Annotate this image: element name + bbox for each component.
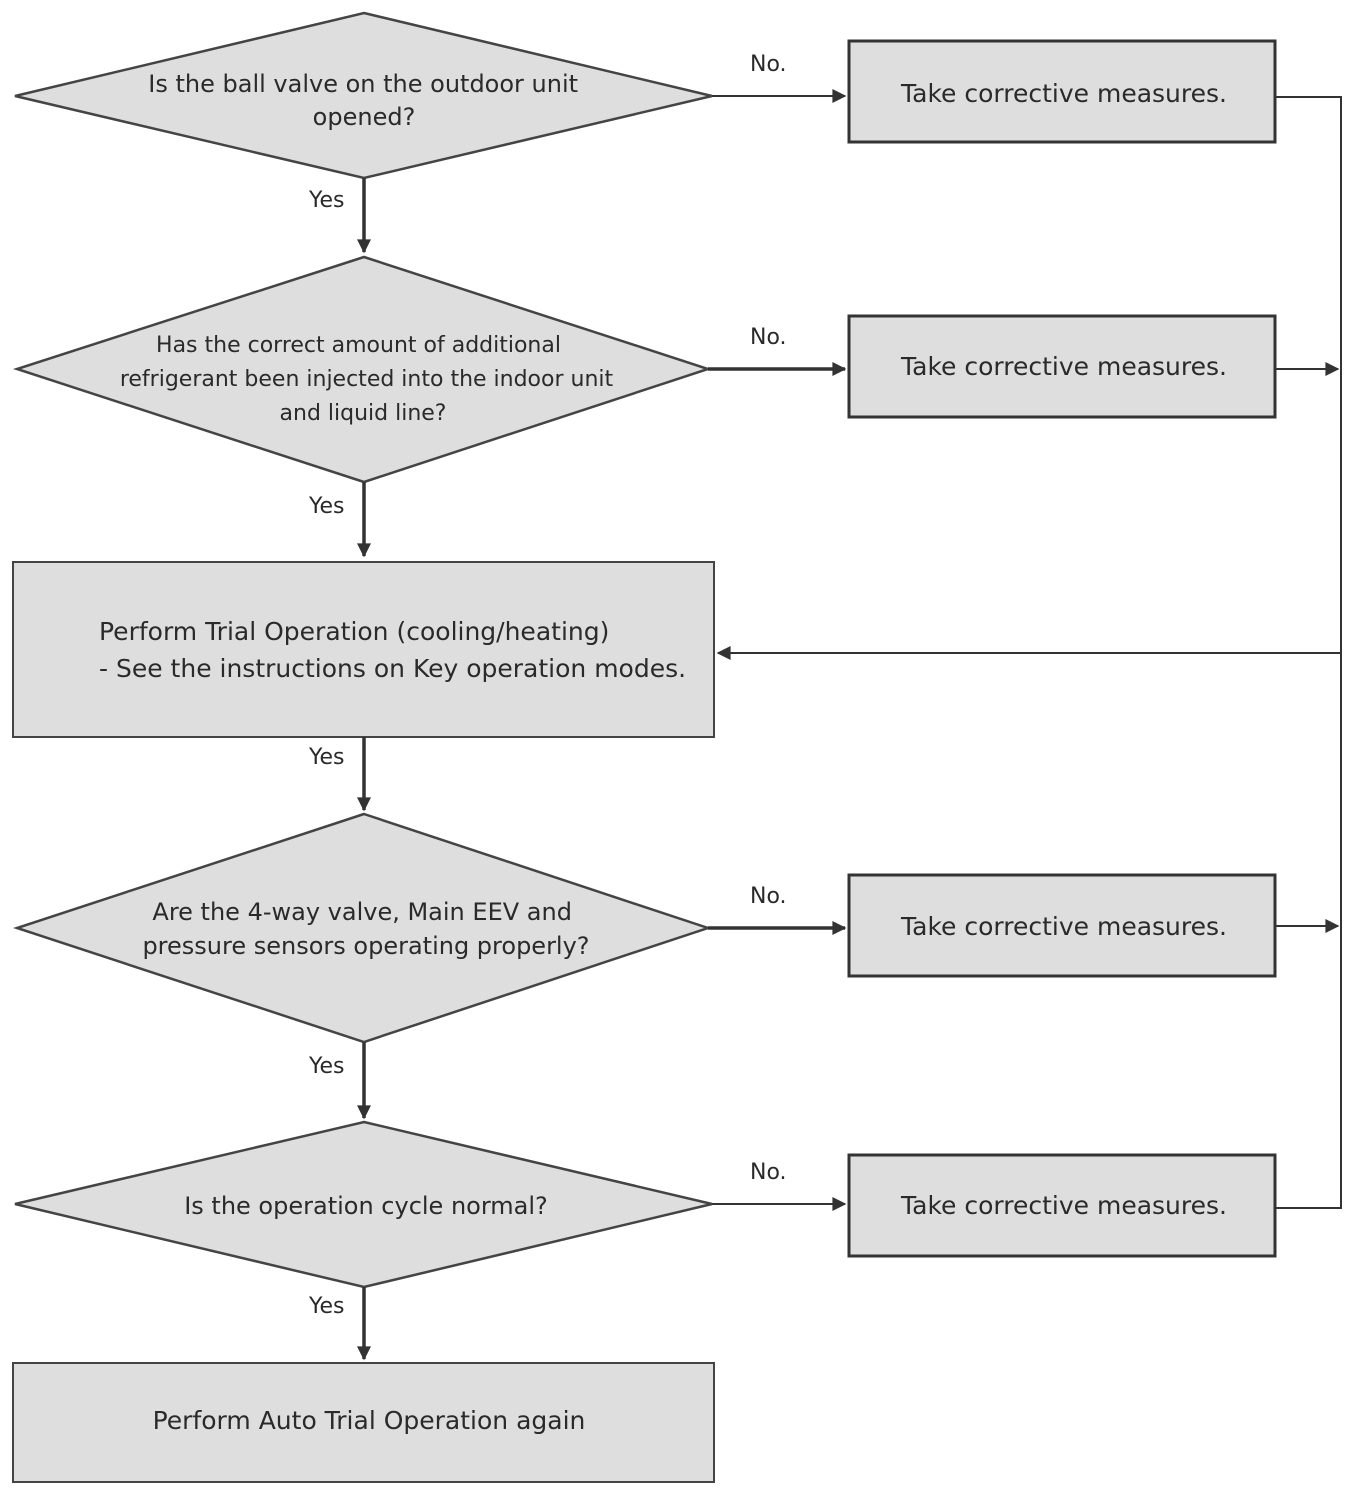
corrective-text: Take corrective measures. (900, 79, 1227, 108)
corrective-box-4: Take corrective measures. (847, 1153, 1277, 1258)
process-trial-operation: Perform Trial Operation (cooling/heating… (12, 561, 715, 738)
decision-valve-sensors: Are the 4-way valve, Main EEV and pressu… (12, 812, 712, 1044)
decision-text-line: refrigerant been injected into the indoo… (120, 367, 614, 392)
corrective-rect (847, 314, 1277, 419)
process-box (12, 1362, 715, 1483)
corrective-rect (847, 39, 1277, 144)
corrective-text: Take corrective measures. (900, 352, 1227, 381)
decision-text-line: opened? (313, 103, 416, 131)
corrective-box-2: Take corrective measures. (847, 314, 1277, 419)
process-auto-trial: Perform Auto Trial Operation again (12, 1362, 715, 1483)
corrective-text: Take corrective measures. (900, 1191, 1227, 1220)
corrective-box-1: Take corrective measures. (847, 39, 1277, 144)
decision-diamond (12, 812, 712, 1044)
process-text-line: - See the instructions on Key operation … (99, 654, 686, 683)
yes-label: Yes (308, 188, 345, 213)
corrective-box-3: Take corrective measures. (847, 873, 1277, 978)
process-box (12, 561, 715, 738)
no-label: No. (750, 52, 787, 77)
decision-text-line: pressure sensors operating properly? (142, 932, 589, 960)
decision-ball-valve: Is the ball valve on the outdoor unit op… (14, 11, 713, 180)
return-line-top (1275, 96, 1342, 653)
decision-text-line: Is the operation cycle normal? (184, 1192, 548, 1220)
decision-operation-cycle: Is the operation cycle normal? (14, 1120, 713, 1289)
no-label: No. (750, 884, 787, 909)
process-text-line: Perform Auto Trial Operation again (153, 1406, 586, 1435)
decision-text-line: Are the 4-way valve, Main EEV and (152, 898, 572, 926)
yes-label: Yes (308, 1054, 345, 1079)
decision-text-line: Has the correct amount of additional (156, 333, 561, 358)
decision-text-line: Has the correct amount of additional ref… (120, 333, 620, 426)
process-text-line: Perform Trial Operation (cooling/heating… (99, 617, 609, 646)
no-label: No. (750, 1160, 787, 1185)
yes-label: Yes (308, 1294, 345, 1319)
decision-text-line: Are the 4-way valve, Main EEV and pressu… (142, 898, 589, 960)
corrective-rect (847, 1153, 1277, 1258)
yes-label: Yes (308, 494, 345, 519)
no-label: No. (750, 325, 787, 350)
decision-text-line: Is the ball valve on the outdoor unit op… (148, 70, 585, 131)
decision-text-line: and liquid line? (280, 401, 447, 426)
yes-label: Yes (308, 745, 345, 770)
corrective-text: Take corrective measures. (900, 912, 1227, 941)
decision-refrigerant-amount: Has the correct amount of additional ref… (12, 255, 713, 484)
return-line-bottom (1275, 653, 1342, 1209)
decision-text-line: Is the ball valve on the outdoor unit (148, 70, 578, 98)
corrective-rect (847, 873, 1277, 978)
